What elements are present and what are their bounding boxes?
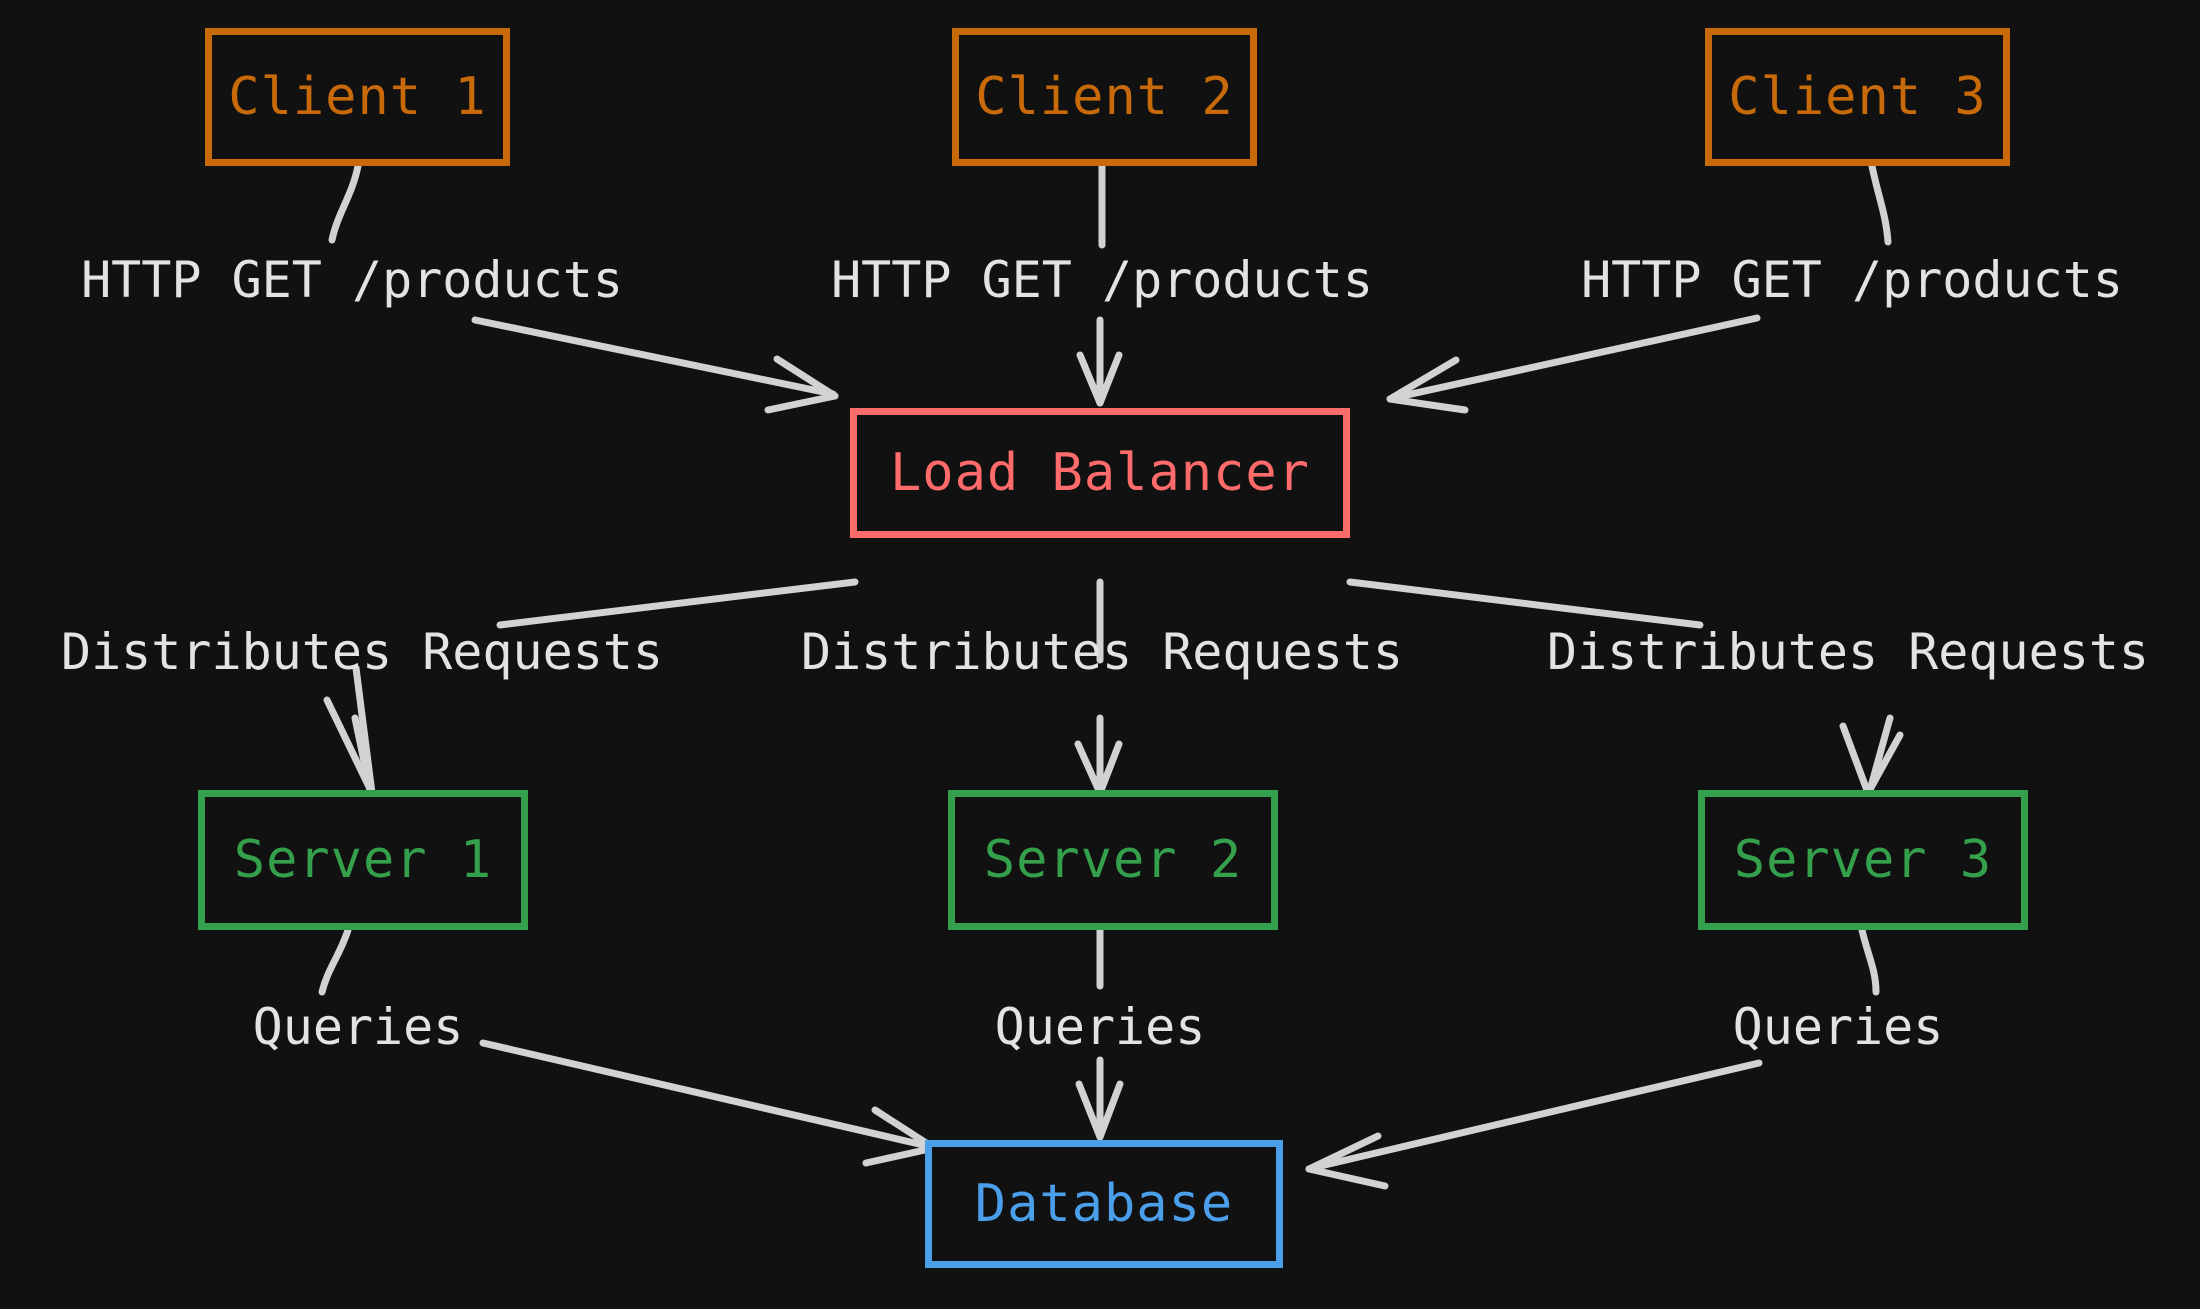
node-client-1[interactable]: Client 1 <box>205 28 510 166</box>
arrowhead-client2-to-lb-b <box>1096 351 1123 407</box>
arrowhead-server1-to-db-b <box>862 1144 938 1167</box>
arrowhead-lb-to-server3-a <box>1839 722 1872 797</box>
arrowhead-lb-to-server3-b <box>1864 731 1904 797</box>
arrowhead-client1-to-lb-b <box>764 392 839 414</box>
edge-label-client1-to-lb: HTTP GET /products <box>81 251 623 309</box>
arrowhead-lb-to-server1-a <box>323 696 376 797</box>
edge-client1-to-lb <box>471 316 837 398</box>
node-server-3-label: Server 3 <box>1733 830 1993 890</box>
edge-label-client2-to-lb: HTTP GET /products <box>831 251 1373 309</box>
node-database-label: Database <box>974 1174 1234 1234</box>
node-client-2-label: Client 2 <box>975 67 1234 127</box>
arrowhead-client3-to-lb-b <box>1386 395 1469 414</box>
edge-lb-to-server1-upper <box>496 578 859 629</box>
edge-client3-to-lb <box>1389 314 1761 402</box>
arrowhead-server3-to-db-a <box>1305 1132 1382 1173</box>
node-server-2-label: Server 2 <box>983 830 1243 890</box>
edge-label-lb-to-server1: Distributes Requests <box>60 623 664 681</box>
arrowhead-client1-to-lb-a <box>773 355 839 400</box>
edge-label-client3-to-lb: HTTP GET /products <box>1581 251 2123 309</box>
arrowhead-lb-to-server2-b <box>1096 740 1123 797</box>
node-load-balancer-label: Load Balancer <box>890 443 1310 503</box>
node-server-2[interactable]: Server 2 <box>948 790 1278 930</box>
edge-label-server2-to-db: Queries <box>994 998 1206 1056</box>
edge-client3-stub <box>1868 162 1892 246</box>
node-client-2[interactable]: Client 2 <box>952 28 1257 166</box>
arrowhead-client3-to-lb-a <box>1386 356 1460 403</box>
node-load-balancer[interactable]: Load Balancer <box>850 408 1350 538</box>
edge-server3-to-db <box>1308 1059 1763 1172</box>
arrowhead-client2-to-lb-a <box>1076 351 1104 407</box>
node-server-1[interactable]: Server 1 <box>198 790 528 930</box>
arrowhead-server2-to-db-b <box>1096 1080 1124 1141</box>
arrowhead-server2-to-db-a <box>1075 1080 1104 1141</box>
edge-lb-to-server1-lower <box>351 714 374 794</box>
edge-server1-to-db <box>479 1039 936 1151</box>
arrowhead-lb-to-server1-b <box>352 664 376 797</box>
node-server-1-label: Server 1 <box>233 830 493 890</box>
node-server-3[interactable]: Server 3 <box>1698 790 2028 930</box>
edge-label-lb-to-server3: Distributes Requests <box>1546 623 2150 681</box>
edge-lb-to-server3-lower <box>1866 714 1894 794</box>
edge-client1-stub <box>328 162 362 244</box>
edge-server3-stub <box>1858 926 1880 996</box>
edge-server1-stub <box>318 926 352 996</box>
node-client-3[interactable]: Client 3 <box>1705 28 2010 166</box>
node-client-1-label: Client 1 <box>228 67 487 127</box>
node-database[interactable]: Database <box>925 1140 1283 1268</box>
edge-label-server3-to-db: Queries <box>1732 998 1944 1056</box>
edge-label-server1-to-db: Queries <box>252 998 464 1056</box>
edge-lb-to-server3-upper <box>1346 578 1704 629</box>
arrowhead-server3-to-db-b <box>1305 1165 1389 1190</box>
arrowhead-lb-to-server2-a <box>1074 740 1104 797</box>
edge-label-lb-to-server2: Distributes Requests <box>800 623 1404 681</box>
node-client-3-label: Client 3 <box>1728 67 1987 127</box>
